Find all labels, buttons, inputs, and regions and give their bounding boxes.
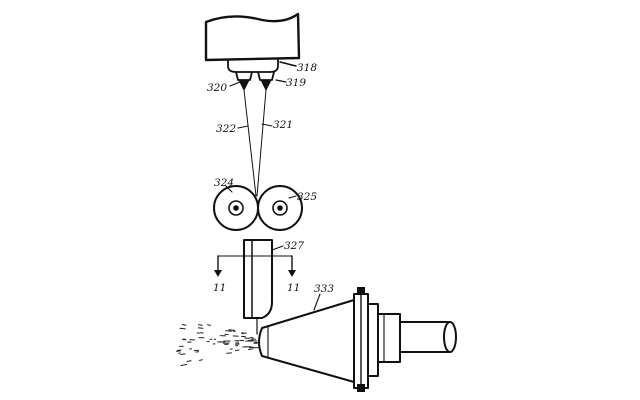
label-318: 318 bbox=[297, 62, 317, 74]
filaments bbox=[237, 89, 273, 197]
label-322: 322 bbox=[216, 123, 236, 135]
label-321: 321 bbox=[273, 119, 293, 131]
spray-stroke bbox=[179, 327, 186, 330]
spinneret-block bbox=[204, 12, 301, 73]
label-327: 327 bbox=[284, 240, 304, 252]
label-319: 319 bbox=[286, 77, 306, 89]
label-320: 320 bbox=[207, 82, 227, 94]
label-333: 333 bbox=[314, 283, 334, 295]
orifice-pair bbox=[229, 71, 287, 92]
spray-stroke bbox=[228, 329, 236, 331]
section-line bbox=[214, 255, 296, 277]
spray-stroke bbox=[226, 352, 232, 354]
label-325: 325 bbox=[297, 191, 317, 203]
guide-chute bbox=[243, 239, 284, 335]
spray-stroke bbox=[198, 324, 203, 326]
label-section-11-left: 11 bbox=[213, 282, 226, 294]
spray-stroke bbox=[180, 363, 188, 367]
label-324: 324 bbox=[214, 177, 234, 189]
spray-stroke bbox=[232, 330, 236, 332]
spray-stroke bbox=[186, 360, 192, 363]
spray-stroke bbox=[195, 351, 200, 353]
spray-stroke bbox=[181, 323, 187, 326]
spray-stroke bbox=[180, 353, 186, 355]
spray-stroke bbox=[176, 350, 181, 352]
spray-stroke bbox=[198, 359, 203, 361]
spray-pattern bbox=[176, 323, 261, 367]
spray-stroke bbox=[234, 349, 240, 351]
spray-stroke bbox=[178, 352, 181, 354]
label-section-11-right: 11 bbox=[287, 282, 300, 294]
spray-stroke bbox=[225, 330, 232, 332]
spray-stroke bbox=[207, 324, 211, 326]
roll-right bbox=[257, 185, 303, 231]
spray-stroke bbox=[241, 332, 247, 334]
spray-stroke bbox=[176, 349, 182, 351]
spray-stroke bbox=[197, 327, 204, 329]
nozzle bbox=[258, 287, 457, 392]
roll-left bbox=[213, 185, 259, 231]
spray-stroke bbox=[199, 332, 204, 334]
spray-stroke bbox=[196, 332, 200, 334]
